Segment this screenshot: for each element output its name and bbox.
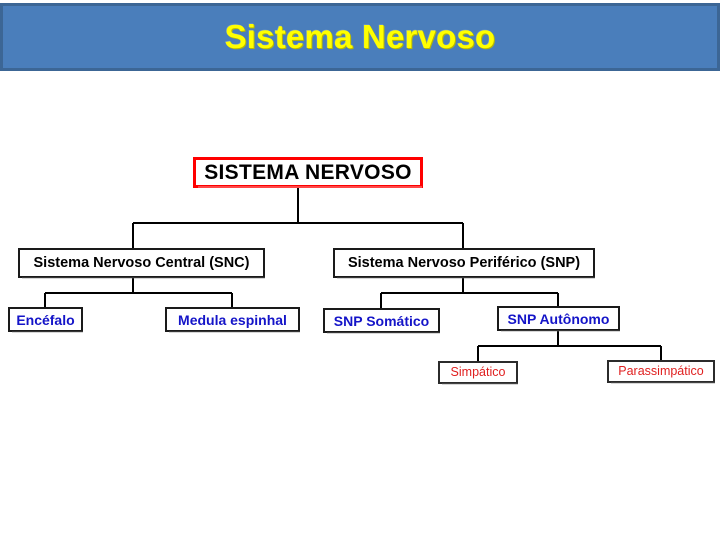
node-label: Sistema Nervoso Periférico (SNP) xyxy=(347,254,581,271)
nervous-system-diagram: SISTEMA NERVOSO Sistema Nervoso Central … xyxy=(0,90,720,540)
node-parassimpatico[interactable]: Parassimpático xyxy=(607,360,715,384)
node-label: Medula espinhal xyxy=(178,311,287,328)
node-label: Parassimpático xyxy=(618,364,704,379)
node-label: SNP Autônomo xyxy=(507,310,610,327)
node-label: Sistema Nervoso Central (SNC) xyxy=(33,254,250,271)
node-label: SISTEMA NERVOSO xyxy=(204,161,412,184)
slide-title-banner: Sistema Nervoso xyxy=(0,3,720,71)
node-sistema-nervoso-central[interactable]: Sistema Nervoso Central (SNC) xyxy=(18,248,265,279)
node-label: SNP Somático xyxy=(333,312,430,329)
diagram-connector-lines xyxy=(44,188,662,361)
node-medula-espinhal[interactable]: Medula espinhal xyxy=(165,307,300,333)
node-simpatico[interactable]: Simpático xyxy=(438,361,518,385)
node-encefalo[interactable]: Encéfalo xyxy=(8,307,83,333)
node-snp-somatico[interactable]: SNP Somático xyxy=(323,308,440,334)
node-sistema-nervoso[interactable]: SISTEMA NERVOSO xyxy=(193,157,423,188)
node-sistema-nervoso-periferico[interactable]: Sistema Nervoso Periférico (SNP) xyxy=(333,248,595,279)
page-title: Sistema Nervoso xyxy=(224,18,496,55)
node-label: Encéfalo xyxy=(16,311,75,328)
node-snp-autonomo[interactable]: SNP Autônomo xyxy=(497,306,620,332)
node-label: Simpático xyxy=(450,365,506,380)
